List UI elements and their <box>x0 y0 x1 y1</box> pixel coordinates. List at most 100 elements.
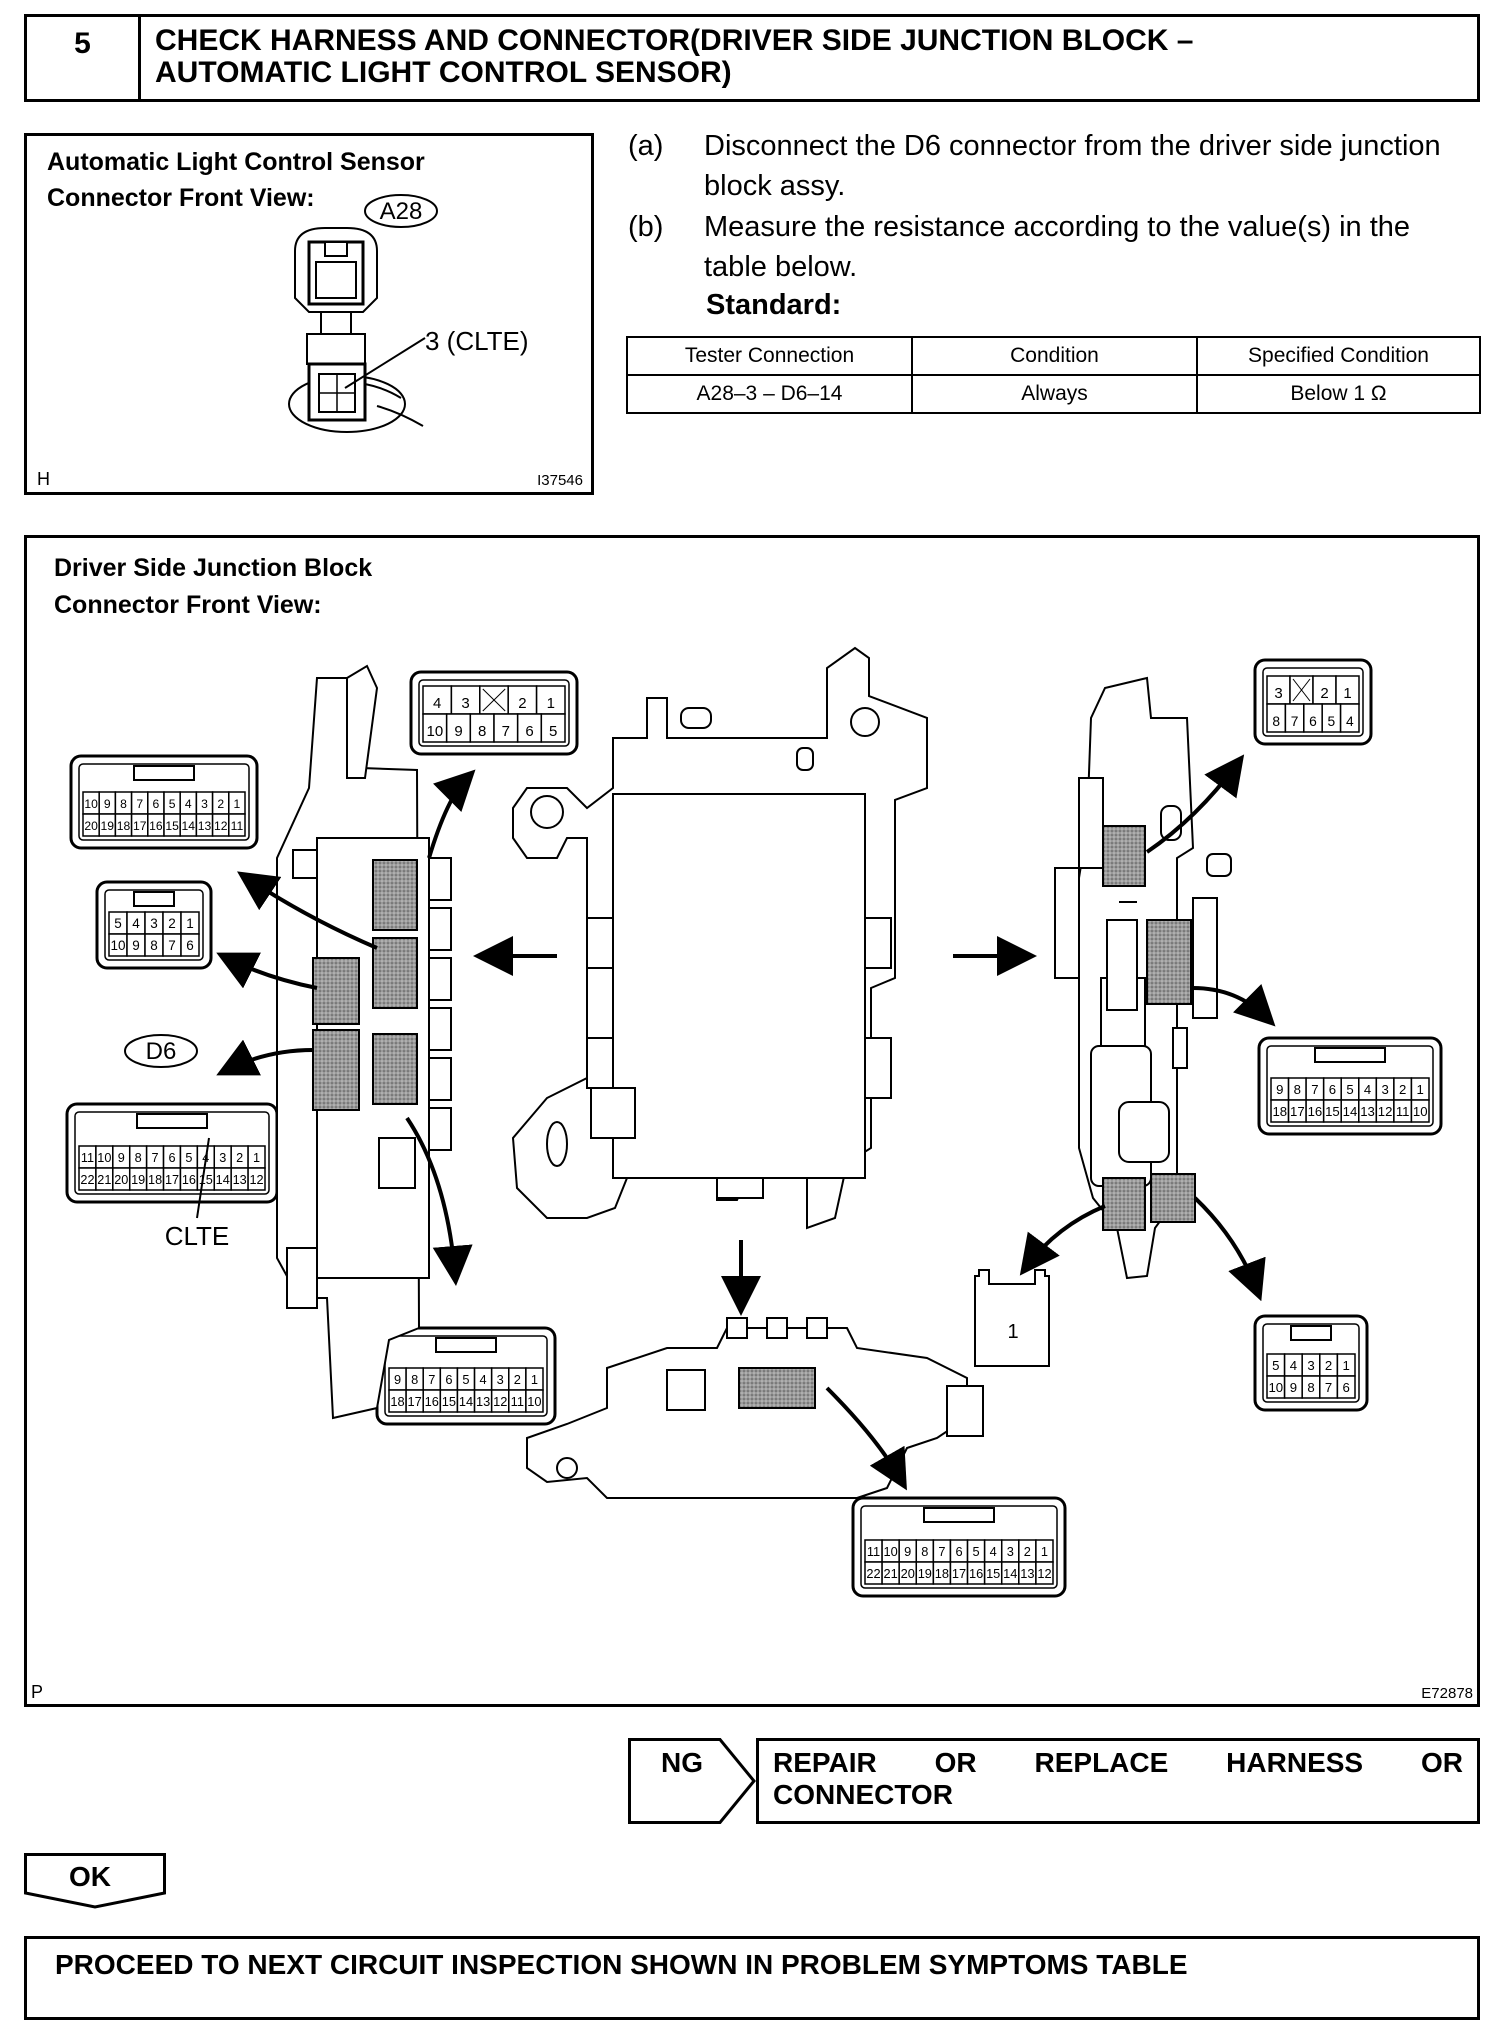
svg-text:20: 20 <box>114 1173 128 1187</box>
step-title: CHECK HARNESS AND CONNECTOR(DRIVER SIDE … <box>155 25 1467 89</box>
next-step-text: PROCEED TO NEXT CIRCUIT INSPECTION SHOWN… <box>55 1949 1188 1980</box>
svg-text:15: 15 <box>1325 1104 1340 1119</box>
svg-text:6: 6 <box>1309 714 1317 729</box>
svg-text:9: 9 <box>118 1151 125 1165</box>
svg-text:14: 14 <box>459 1394 473 1409</box>
svg-text:18: 18 <box>148 1173 162 1187</box>
svg-text:3: 3 <box>219 1151 226 1165</box>
left-connector-d6 <box>312 1029 360 1111</box>
right-connector-lower <box>1150 1173 1196 1223</box>
svg-text:1: 1 <box>1343 1358 1350 1373</box>
svg-text:22: 22 <box>866 1566 880 1581</box>
bottom-connector <box>738 1367 816 1409</box>
svg-text:18: 18 <box>117 819 131 833</box>
svg-text:3: 3 <box>1381 1082 1388 1097</box>
svg-text:22: 22 <box>80 1173 94 1187</box>
svg-text:6: 6 <box>955 1544 962 1559</box>
svg-text:21: 21 <box>97 1173 111 1187</box>
relay-socket <box>974 1269 1050 1367</box>
svg-text:18: 18 <box>935 1566 949 1581</box>
svg-text:2: 2 <box>1399 1082 1406 1097</box>
svg-text:14: 14 <box>1343 1104 1358 1119</box>
ng-arrow-box: NG <box>628 1738 756 1824</box>
right-connector-mid <box>1146 919 1192 1005</box>
svg-text:8: 8 <box>921 1544 928 1559</box>
svg-text:11: 11 <box>1396 1104 1410 1119</box>
instruction-a: (a) Disconnect the D6 connector from the… <box>628 130 1441 202</box>
svg-text:9: 9 <box>1290 1380 1297 1395</box>
svg-text:10: 10 <box>884 1544 898 1559</box>
svg-text:6: 6 <box>525 723 533 740</box>
bottom-block-view <box>526 1317 984 1499</box>
svg-text:5: 5 <box>549 723 557 740</box>
corner-code-h: H <box>37 469 50 489</box>
arrow-top-10p-icon <box>427 769 476 859</box>
table-header: Condition <box>911 336 1198 376</box>
step-title-line2: AUTOMATIC LIGHT CONTROL SENSOR) <box>155 56 732 89</box>
svg-text:3: 3 <box>497 1372 504 1387</box>
ng-result-line1: REPAIR OR REPLACE HARNESS OR <box>773 1747 1463 1778</box>
svg-text:7: 7 <box>152 1151 159 1165</box>
svg-text:18: 18 <box>1272 1104 1287 1119</box>
svg-text:20: 20 <box>901 1566 915 1581</box>
svg-text:6: 6 <box>186 938 194 953</box>
svg-text:12: 12 <box>1378 1104 1393 1119</box>
pin-label-clte-d6: CLTE <box>165 1221 230 1251</box>
svg-text:1: 1 <box>1417 1082 1424 1097</box>
arrow-bottom-22p-icon <box>825 1386 907 1491</box>
svg-text:1: 1 <box>234 797 241 811</box>
svg-text:8: 8 <box>1307 1380 1314 1395</box>
svg-text:16: 16 <box>425 1394 439 1409</box>
svg-text:6: 6 <box>1329 1082 1336 1097</box>
relay-pin-label: 1 <box>1007 1321 1018 1343</box>
svg-text:16: 16 <box>969 1566 983 1581</box>
svg-text:5: 5 <box>462 1372 469 1387</box>
svg-text:6: 6 <box>153 797 160 811</box>
svg-text:9: 9 <box>904 1544 911 1559</box>
svg-text:10: 10 <box>84 797 98 811</box>
svg-text:6: 6 <box>168 1151 175 1165</box>
spec-table: Tester Connection Condition Specified Co… <box>626 336 1481 414</box>
table-row: A28–3 – D6–14 Always Below 1 Ω <box>626 374 1481 414</box>
svg-text:1: 1 <box>1041 1544 1048 1559</box>
table-header: Specified Condition <box>1196 336 1481 376</box>
svg-text:3: 3 <box>1307 1358 1314 1373</box>
svg-text:7: 7 <box>136 797 143 811</box>
svg-text:17: 17 <box>408 1394 422 1409</box>
svg-text:2: 2 <box>518 695 526 712</box>
svg-text:6: 6 <box>445 1372 452 1387</box>
svg-text:7: 7 <box>1325 1380 1332 1395</box>
svg-text:14: 14 <box>182 819 196 833</box>
svg-text:10: 10 <box>527 1394 541 1409</box>
table-cell: A28–3 – D6–14 <box>626 374 913 414</box>
svg-text:15: 15 <box>986 1566 1000 1581</box>
svg-text:1: 1 <box>531 1372 538 1387</box>
svg-text:15: 15 <box>165 819 179 833</box>
pin-label-clte: 3 (CLTE) <box>425 326 529 356</box>
instruction-b: (b) Measure the resistance according to … <box>628 211 1411 283</box>
svg-text:3: 3 <box>1274 685 1282 702</box>
arrow-5p-icon <box>216 952 318 990</box>
svg-text:10: 10 <box>97 1151 111 1165</box>
svg-text:15: 15 <box>199 1173 213 1187</box>
svg-text:7: 7 <box>428 1372 435 1387</box>
svg-text:5: 5 <box>169 797 176 811</box>
svg-text:10: 10 <box>110 938 125 953</box>
svg-text:2: 2 <box>217 797 224 811</box>
ok-flag: OK <box>24 1853 166 1909</box>
svg-text:3: 3 <box>150 916 158 931</box>
svg-text:4: 4 <box>990 1544 997 1559</box>
svg-text:19: 19 <box>131 1173 145 1187</box>
svg-text:9: 9 <box>1276 1082 1283 1097</box>
svg-text:2: 2 <box>514 1372 521 1387</box>
ng-label: NG <box>661 1747 703 1778</box>
svg-text:5: 5 <box>1272 1358 1279 1373</box>
svg-text:1: 1 <box>1343 685 1351 702</box>
svg-text:12: 12 <box>214 819 228 833</box>
ng-result-line2: CONNECTOR <box>773 1779 953 1810</box>
